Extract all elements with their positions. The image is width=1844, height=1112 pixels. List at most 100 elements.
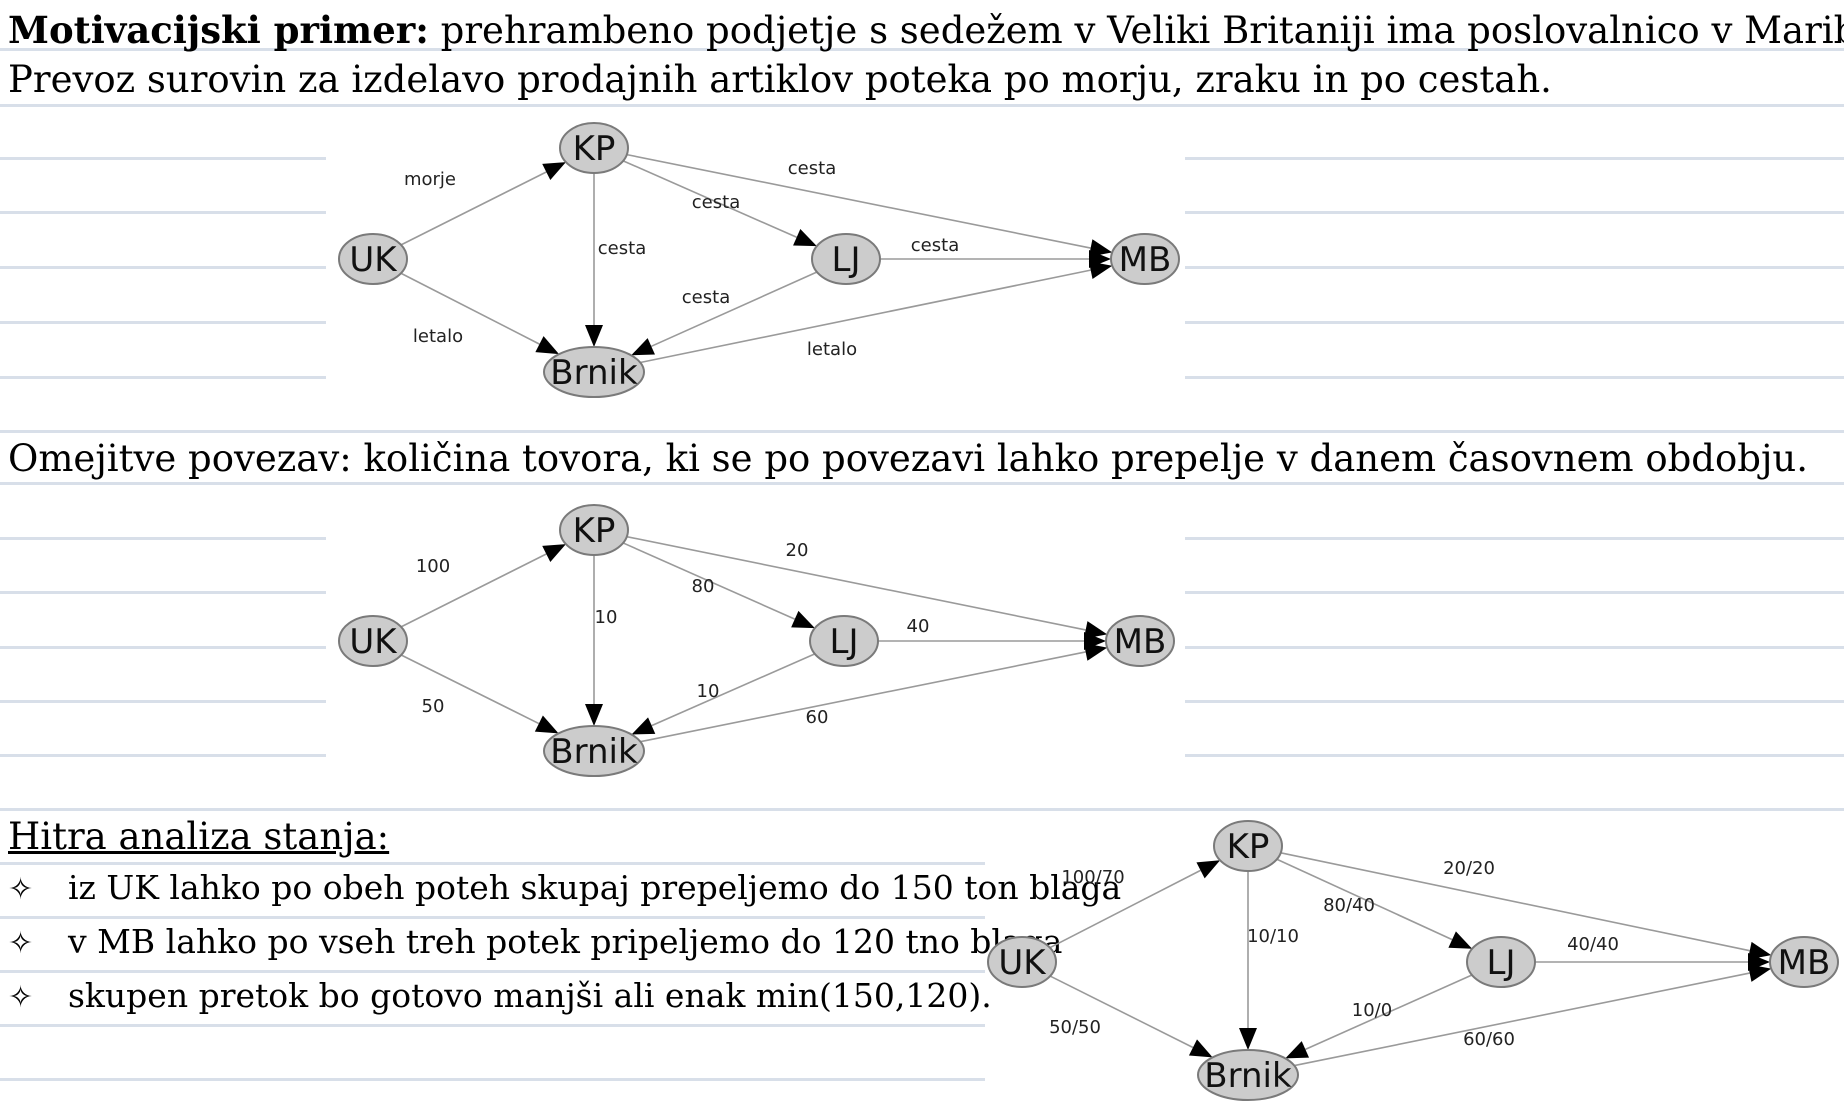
- intro-line-1: Motivacijski primer: prehrambeno podjetj…: [8, 9, 1844, 52]
- node-shape: [1466, 936, 1536, 988]
- edge-label: 20/20: [1443, 858, 1495, 879]
- node-kp: KP: [559, 122, 629, 174]
- node-shape: [811, 233, 881, 285]
- edge-LJ-Brnik: [1305, 974, 1473, 1051]
- arrowhead: [1088, 261, 1113, 279]
- intro-line-2: Prevoz surovin za izdelavo prodajnih art…: [8, 58, 1552, 101]
- edge-KP-MB: [626, 153, 1091, 249]
- arrowhead: [631, 717, 656, 735]
- node-label: UK: [349, 622, 398, 662]
- edge-label: 10/0: [1352, 1000, 1392, 1021]
- node-shape: [987, 936, 1057, 988]
- arrowhead: [1285, 1041, 1310, 1059]
- arrowhead: [791, 610, 815, 629]
- edge-label: 10: [697, 681, 720, 702]
- intro-text: prehrambeno podjetje s sedežem v Veliki …: [440, 9, 1844, 52]
- node-label: LJ: [830, 622, 859, 662]
- node-shape: [1110, 233, 1180, 285]
- node-shape: [1105, 615, 1175, 667]
- node-label: KP: [1227, 827, 1270, 867]
- analysis-bullet-3: ✧ skupen pretok bo gotovo manjši ali enak…: [8, 979, 992, 1013]
- arrowhead: [542, 162, 566, 181]
- edge-label: cesta: [788, 158, 836, 179]
- node-shape: [1769, 936, 1839, 988]
- edge-label: cesta: [911, 235, 959, 256]
- node-shape: [1213, 820, 1283, 872]
- arrowhead: [585, 325, 603, 347]
- node-label: KP: [573, 511, 616, 551]
- node-shape: [559, 122, 629, 174]
- edge-label: cesta: [598, 238, 646, 259]
- edge-label: 10/10: [1247, 926, 1299, 947]
- node-label: KP: [573, 129, 616, 169]
- edge-label: 40: [907, 616, 930, 637]
- node-label: Brnik: [550, 732, 638, 772]
- edge-Brnik-MB: [640, 269, 1091, 364]
- node-uk: UK: [987, 936, 1057, 988]
- edge-label: letalo: [807, 339, 857, 360]
- edge-KP-MB: [1280, 852, 1750, 952]
- analysis-bullet-2: ✧v MB lahko po vseh treh potek pripeljem…: [8, 925, 1062, 959]
- edge-LJ-Brnik: [650, 271, 818, 348]
- node-brnik: Brnik: [543, 725, 645, 777]
- edge-label: cesta: [692, 192, 740, 213]
- node-kp: KP: [1213, 820, 1283, 872]
- arrowhead: [631, 338, 655, 356]
- node-shape: [338, 233, 408, 285]
- node-label: LJ: [1487, 943, 1516, 983]
- node-shape: [338, 615, 408, 667]
- edge-UK-KP: [400, 171, 547, 246]
- star-bullet-icon: ✧: [8, 980, 34, 1015]
- arrowhead: [1083, 643, 1108, 661]
- node-kp: KP: [559, 504, 629, 556]
- arrowhead: [1448, 931, 1473, 949]
- analysis-title: Hitra analiza stanja:: [8, 815, 390, 858]
- node-shape: [809, 615, 879, 667]
- node-label: LJ: [832, 240, 861, 280]
- edge-label: 60: [806, 707, 829, 728]
- edge-UK-Brnik: [400, 272, 540, 345]
- node-mb: MB: [1105, 615, 1175, 667]
- edge-label: 50: [422, 696, 445, 717]
- edge-KP-LJ: [622, 160, 798, 239]
- node-shape: [543, 346, 645, 398]
- edge-label: cesta: [682, 287, 730, 308]
- node-shape: [543, 725, 645, 777]
- node-uk: UK: [338, 233, 408, 285]
- node-shape: [559, 504, 629, 556]
- node-label: MB: [1119, 240, 1172, 280]
- edge-label: 80/40: [1323, 895, 1375, 916]
- edge-label: 80: [692, 576, 715, 597]
- node-brnik: Brnik: [543, 346, 645, 398]
- analysis-bullet-text: skupen pretok bo gotovo manjši ali enak …: [68, 976, 992, 1015]
- star-bullet-icon: ✧: [8, 872, 34, 907]
- edge-UK-Brnik: [400, 654, 540, 725]
- edge-label: 10: [595, 607, 618, 628]
- edge-UK-KP: [1049, 869, 1201, 949]
- node-label: MB: [1114, 622, 1167, 662]
- arrowhead: [1239, 1028, 1257, 1050]
- edge-UK-KP: [400, 553, 547, 628]
- edge-KP-LJ: [1276, 858, 1453, 941]
- arrowhead: [585, 704, 603, 726]
- edge-label: 100/70: [1061, 867, 1124, 888]
- arrowhead: [1747, 964, 1772, 982]
- edge-label: 20: [786, 540, 809, 561]
- arrowhead: [793, 229, 817, 247]
- node-lj: LJ: [809, 615, 879, 667]
- node-lj: LJ: [1466, 936, 1536, 988]
- edge-LJ-Brnik: [651, 653, 816, 727]
- intro-label: Motivacijski primer:: [8, 8, 429, 52]
- arrowhead: [535, 336, 560, 355]
- edge-label: 40/40: [1567, 934, 1619, 955]
- node-shape: [1197, 1049, 1299, 1101]
- node-label: UK: [349, 240, 398, 280]
- arrowhead: [1196, 860, 1221, 879]
- arrowhead: [1747, 941, 1772, 960]
- node-label: MB: [1778, 943, 1831, 983]
- node-mb: MB: [1769, 936, 1839, 988]
- constraints-text: Omejitve povezav: količina tovora, ki se…: [8, 437, 1809, 480]
- arrowhead: [542, 544, 566, 563]
